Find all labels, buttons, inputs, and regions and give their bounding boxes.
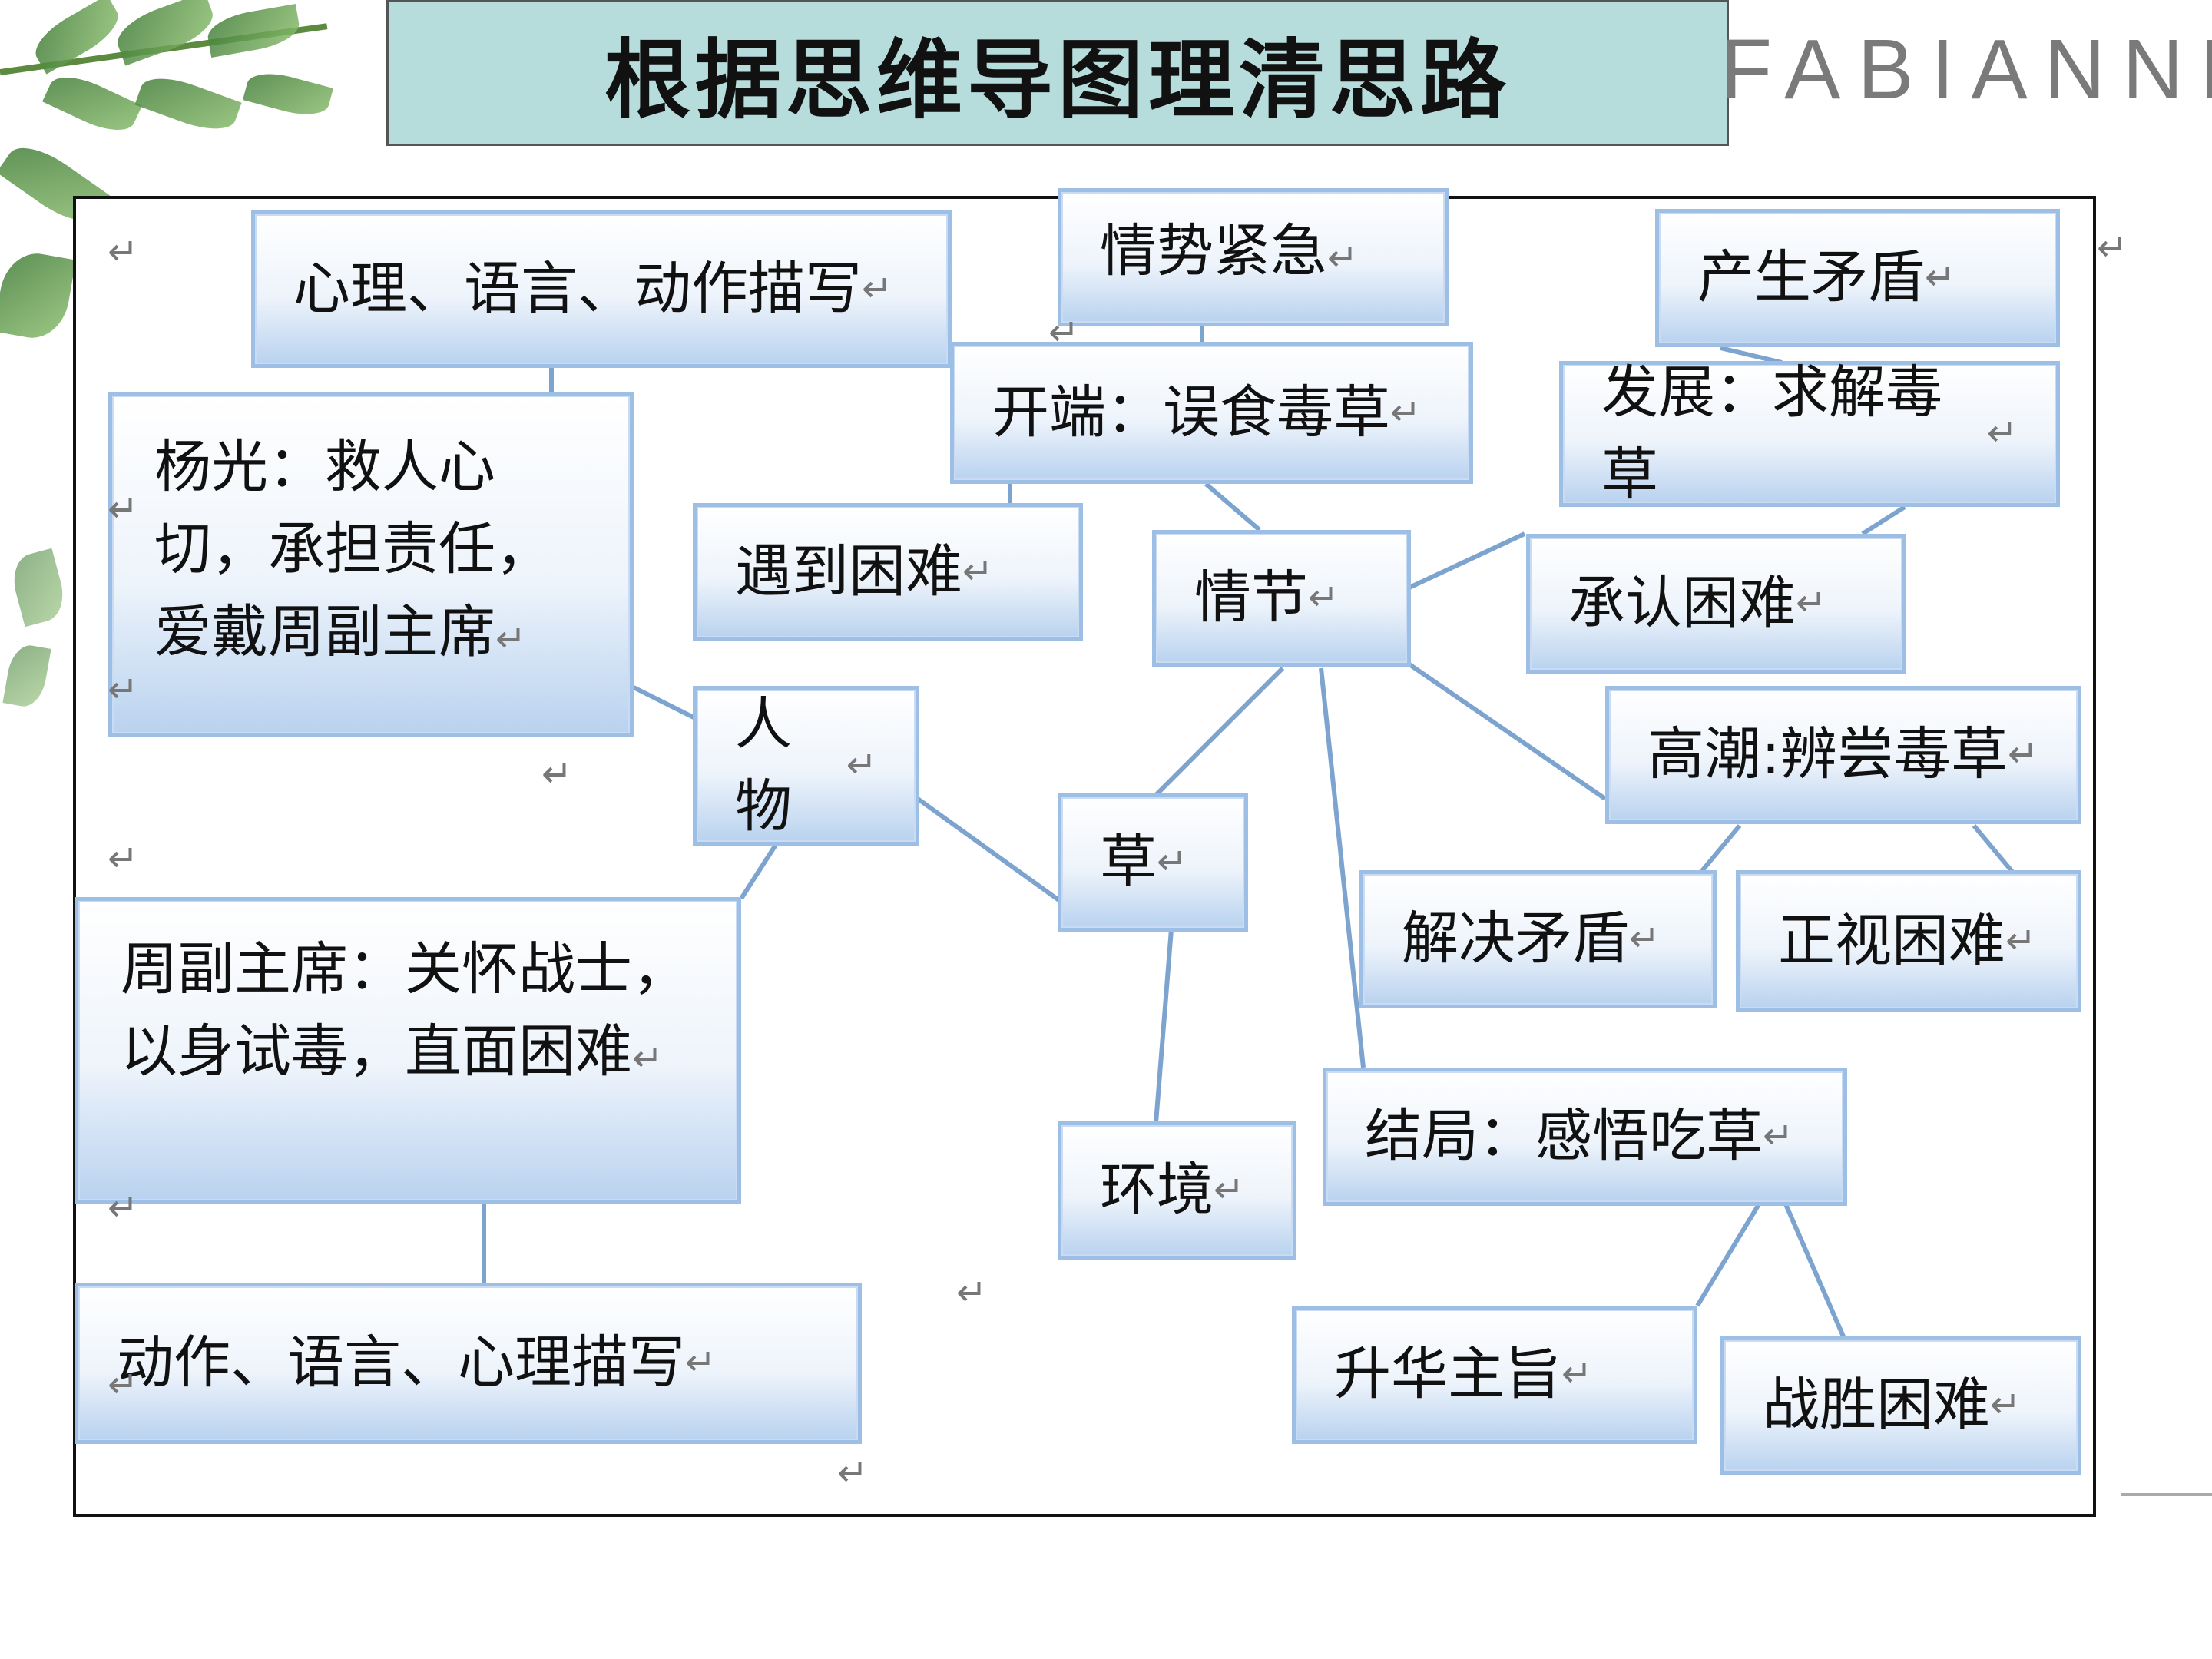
node-overcome: 战胜困难↵ [1720, 1336, 2081, 1475]
link-admit-development [1861, 505, 1906, 536]
return-mark: ↵ [108, 1187, 139, 1230]
node-resolve: 解决矛盾↵ [1359, 870, 1717, 1008]
link-plot-admit [1408, 531, 1526, 590]
brand-logo: FABIANNE [1720, 22, 2212, 117]
node-admit: 承认困难↵ [1526, 534, 1906, 674]
node-beginning: 开端：误食毒草↵ [950, 342, 1473, 484]
node-development: 发展：求解毒草↵ [1559, 359, 2060, 508]
link-development-contradiction [1720, 346, 1783, 365]
node-description-top: 心理、语言、动作描写↵ [251, 210, 952, 368]
return-mark: ↵ [108, 1363, 139, 1406]
node-difficulty: 遇到困难↵ [693, 503, 1083, 641]
node-climax: 高潮:辨尝毒草↵ [1605, 686, 2081, 824]
link-grass-environment [1154, 929, 1174, 1124]
link-plot-ending [1319, 667, 1366, 1068]
link-plot-grass [1154, 666, 1285, 797]
divider-line [2121, 1493, 2212, 1496]
node-zhou: 周副主席：关怀战士，以身试毒，直面困难↵ [75, 897, 741, 1204]
node-theme: 升华主旨↵ [1292, 1306, 1697, 1444]
link-plot-climax [1408, 662, 1607, 801]
return-mark: ↵ [2097, 227, 2128, 270]
link-climax-resolve [1699, 824, 1742, 873]
return-mark: ↵ [837, 1452, 869, 1495]
return-mark: ↵ [108, 488, 139, 531]
return-mark: ↵ [108, 668, 139, 711]
node-grass: 草↵ [1058, 793, 1248, 932]
title-banner: 根据思维导图理清思路 [386, 0, 1729, 146]
link-climax-face [1972, 824, 2015, 873]
link-ending-overcome [1783, 1203, 1846, 1338]
node-yangguang: 杨光：救人心切，承担责任，爱戴周副主席↵ [108, 392, 634, 737]
node-face: 正视困难↵ [1736, 870, 2081, 1012]
node-description-bottom: 动作、语言、心理描写↵ [75, 1283, 862, 1444]
return-mark: ↵ [108, 837, 139, 880]
node-plot: 情节↵ [1152, 530, 1411, 667]
return-mark: ↵ [541, 753, 573, 796]
return-mark: ↵ [1048, 311, 1080, 354]
link-grass-character [916, 796, 1061, 903]
node-character: 人物↵ [693, 686, 919, 846]
link-character-yangguang [632, 685, 697, 720]
node-emergency: 情势紧急↵ [1058, 188, 1449, 326]
link-plot-beginning [1204, 482, 1261, 532]
page-title: 根据思维导图理清思路 [604, 31, 1511, 131]
return-mark: ↵ [108, 230, 139, 273]
node-ending: 结局：感悟吃草↵ [1323, 1068, 1847, 1206]
node-contradiction: 产生矛盾↵ [1655, 209, 2060, 347]
link-character-zhou [739, 843, 778, 900]
return-mark: ↵ [956, 1271, 988, 1314]
link-ending-theme [1695, 1203, 1761, 1307]
node-environment: 环境↵ [1058, 1121, 1296, 1260]
